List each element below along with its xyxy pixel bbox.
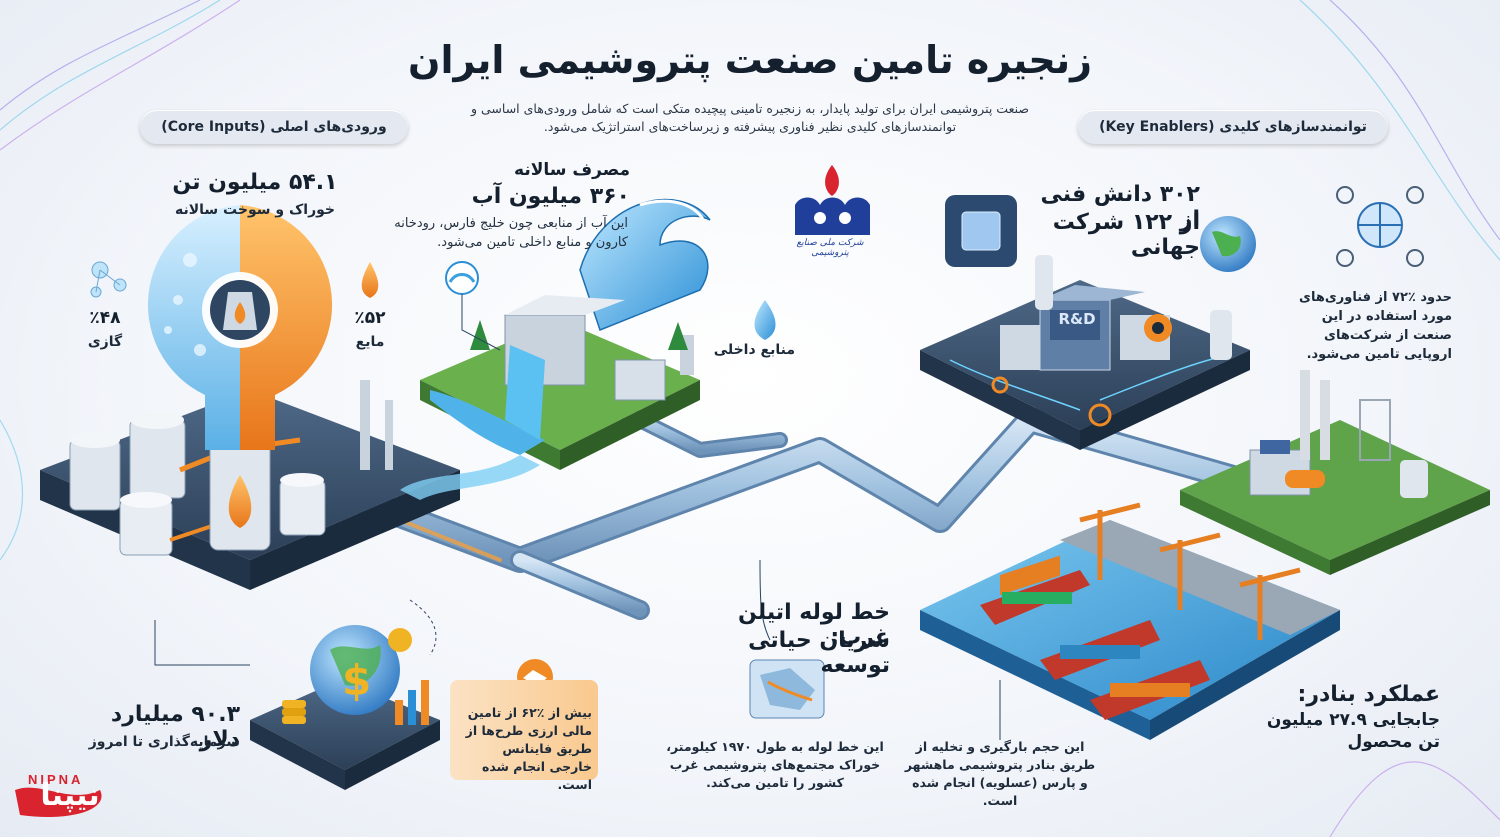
rnd-label: R&D [1058,310,1096,328]
feedstock-value: ۵۴.۱ میلیون تن [172,170,338,195]
finance-box [450,680,598,780]
gas-percent: ٪۴۸ [89,308,121,328]
factory-platform [1180,370,1490,575]
ports-description: این حجم بارگیری و تخلیه از طریق بنادر پت… [904,739,1096,808]
nipc-logo-text: شرکت ملی صنایع پتروشیمی [796,238,864,258]
rnd-platform [920,255,1250,450]
investment-label: سرمایه‌گذاری تا امروز [88,734,240,750]
water-stream [400,455,540,500]
water-heading: مصرف سالانه [514,160,630,180]
ports-value-2: تن محصول [1347,732,1440,752]
key-enablers-pill: توانمندسازهای کلیدی (Key Enablers) [1078,110,1388,144]
liquid-label: مایع [355,334,385,350]
watermark-latin: NIPNA [28,772,84,787]
liquid-drop-icon [361,262,379,298]
pipeline-description: این خط لوله به طول ۱۹۷۰ کیلومتر، خوراک م… [666,739,884,790]
dollar-icon: $ [342,656,371,705]
page-title: زنجیره تامین صنعت پتروشیمی ایران [408,38,1092,82]
nipc-logo [795,165,870,235]
finance-description: بیش از ٪۶۲ از تامین مالی ارزی طرح‌ها از … [465,705,592,792]
gas-label: گازی [87,334,123,350]
intro-paragraph: صنعت پتروشیمی ایران برای تولید پایدار، ب… [471,101,1029,134]
watermark-persian: نیپنا [40,778,100,813]
feedstock-label: خوراک و سوخت سالانه [174,202,336,218]
investment-platform [154,599,440,790]
feedstock-plant [40,380,460,590]
pipeline-title-2: شریان حیاتی توسعه [748,628,890,678]
water-value: ۳۶۰ میلیون آب [471,184,630,209]
domestic-water-icon [445,261,501,351]
tech-line-2: از ۱۲۲ شرکت جهانی [1052,210,1200,260]
euro-tech-description: حدود ٪۷۲ از فناوری‌های مورد استفاده در ا… [1299,290,1452,362]
water-drop-icon [754,300,776,340]
chip-icon [945,195,1017,267]
pipeline-map-icon [749,559,825,719]
nipna-logo [15,787,102,818]
water-wave [579,198,711,331]
liquid-percent: ٪۵۲ [354,308,386,328]
feedstock-bulb [147,205,333,450]
tech-line-1: ۳۰۲ دانش فنی از [1040,182,1200,232]
port-platform [920,502,1340,740]
water-description: این آب از منابعی چون خلیج فارس، رودخانه … [394,216,628,250]
domestic-water-label: منابع داخلی [713,342,795,358]
gas-molecule-icon [90,261,127,298]
water-plant [420,295,700,470]
ports-title: عملکرد بنادر: [1297,682,1440,707]
investment-value: ۹۰.۳ میلیارد دلار [110,702,240,752]
ports-value-1: جابجایی ۲۷.۹ میلیون [1266,710,1440,730]
pipeline-title-1: خط لوله اتیلن غرب: [738,600,890,650]
tech-network-icon [1336,186,1424,267]
core-inputs-pill: ورودی‌های اصلی (Core Inputs) [140,110,408,144]
globe-icon [1200,216,1256,272]
